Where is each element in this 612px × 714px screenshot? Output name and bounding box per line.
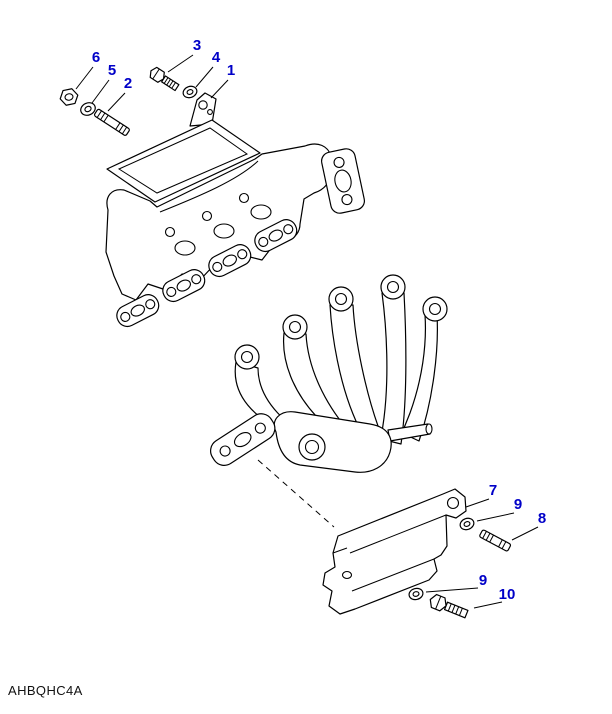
washer-icon-9a (459, 517, 475, 531)
callout-3[interactable]: 3 (193, 37, 201, 54)
callout-2[interactable]: 2 (124, 75, 132, 92)
nut-icon (59, 88, 79, 106)
stud-icon-8 (479, 529, 512, 552)
inlet-manifold (105, 92, 365, 328)
leader-lines (75, 54, 539, 609)
bolt-icon-10 (429, 593, 469, 619)
assembly-dashed-line (257, 459, 335, 528)
callout-4[interactable]: 4 (212, 49, 221, 66)
bolt-icon-3 (149, 66, 180, 92)
callout-6[interactable]: 6 (92, 49, 100, 66)
stud-icon-2 (93, 108, 130, 136)
mounting-bracket (322, 488, 467, 615)
exhaust-manifold (210, 274, 448, 473)
washer-icon-4 (182, 85, 198, 99)
callout-8[interactable]: 8 (538, 510, 546, 527)
callout-labels: 6 5 2 3 4 1 7 9 8 9 10 (92, 37, 546, 603)
washer-icon-5 (80, 102, 96, 116)
callout-5[interactable]: 5 (108, 62, 116, 79)
callout-10[interactable]: 10 (499, 586, 516, 603)
washer-icon-9b (408, 587, 424, 601)
callout-9a[interactable]: 9 (514, 496, 522, 513)
callout-9b[interactable]: 9 (479, 572, 487, 589)
callout-1[interactable]: 1 (227, 62, 235, 79)
callout-7[interactable]: 7 (489, 482, 497, 499)
drawing-code: AHBQHC4A (8, 683, 83, 698)
